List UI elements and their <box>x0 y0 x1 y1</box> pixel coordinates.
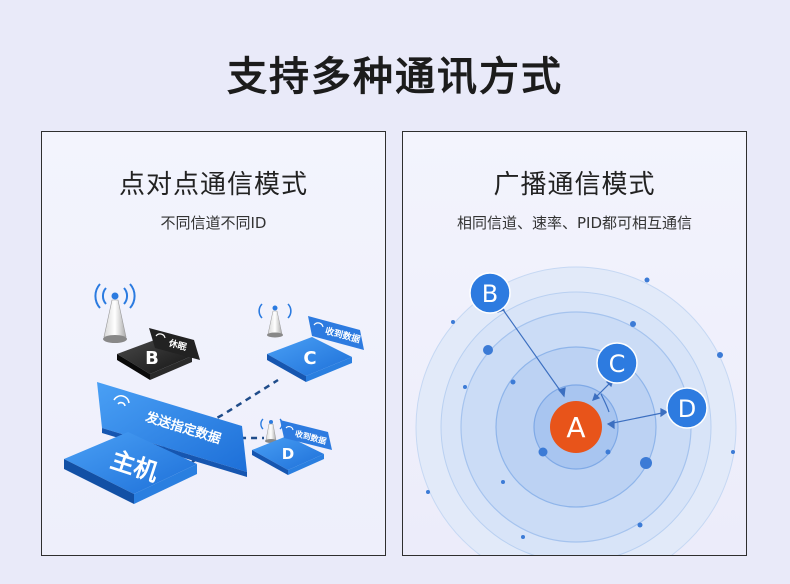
node-c-label: C <box>303 348 316 369</box>
node-b-label: B <box>145 348 159 369</box>
broadcast-node-a-label: A <box>566 411 585 444</box>
broadcast-node-a: A <box>550 401 602 453</box>
node-host: 主机 <box>64 432 197 504</box>
tag-received-d: 收到数据 <box>280 420 332 450</box>
broadcast-node-d: D <box>666 387 708 429</box>
broadcast-subtitle: 相同信道、速率、PID都可相互通信 <box>456 214 693 232</box>
p2p-diagram: B 休眠 C 收到数据 <box>64 283 364 504</box>
node-d: D <box>252 436 324 475</box>
broadcast-panel: 广播通信模式 相同信道、速率、PID都可相互通信 <box>402 131 747 556</box>
broadcast-node-c-label: C <box>609 350 626 378</box>
p2p-subtitle: 不同信道不同ID <box>160 214 267 232</box>
broadcast-node-b-label: B <box>482 280 498 308</box>
broadcast-dots <box>426 277 735 539</box>
node-d-label: D <box>282 445 294 463</box>
antenna-c-icon <box>258 303 292 338</box>
antenna-b-icon <box>94 283 136 343</box>
broadcast-links <box>497 302 669 430</box>
broadcast-title: 广播通信模式 <box>493 170 656 200</box>
broadcast-node-b: B <box>469 272 511 314</box>
page-title: 支持多种通讯方式 <box>227 54 563 100</box>
tag-sleep: 休眠 <box>149 328 200 360</box>
p2p-panel: 点对点通信模式 不同信道不同ID <box>41 131 386 556</box>
tag-received-c: 收到数据 <box>308 316 364 350</box>
p2p-title: 点对点通信模式 <box>118 170 308 200</box>
node-c: C <box>267 337 352 382</box>
broadcast-node-d-label: D <box>678 395 696 423</box>
broadcast-diagram: A B C D <box>415 266 737 555</box>
broadcast-node-c: C <box>596 342 638 384</box>
